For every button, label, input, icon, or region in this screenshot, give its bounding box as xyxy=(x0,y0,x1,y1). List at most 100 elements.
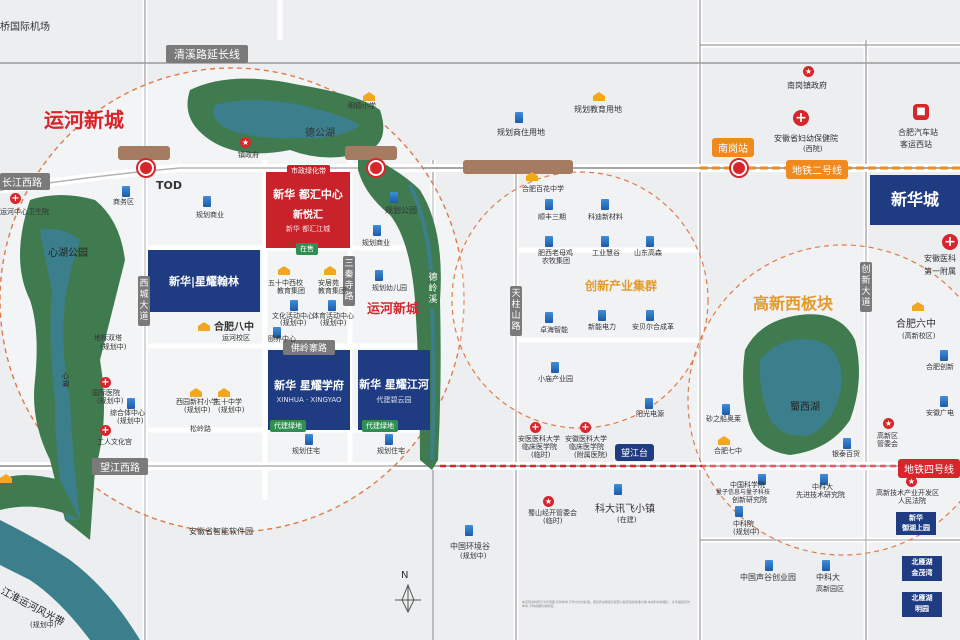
navy-1-title: 新华|星耀翰林 xyxy=(168,275,240,288)
road-deling: 德岭溪 xyxy=(427,270,439,309)
tod-label: TOD xyxy=(156,179,182,192)
metro-line4: 地铁四号线 xyxy=(898,459,960,478)
nangang-station[interactable]: 南岗站 xyxy=(712,138,754,157)
district-gaoxin: 高新西板块 xyxy=(753,294,834,313)
label-xinneng: 新能电力 xyxy=(588,323,616,331)
label-songling: 松岭路 xyxy=(190,425,211,433)
label-mingde: 明德小学 xyxy=(348,102,376,110)
label-shandong: 山东高森 xyxy=(634,249,662,257)
gov-icon: ★ xyxy=(883,418,894,429)
compass-icon xyxy=(395,583,421,614)
station-icon xyxy=(731,160,747,176)
hospital-icon: + xyxy=(942,234,958,250)
hospital-icon: + xyxy=(10,193,21,204)
building-icon xyxy=(373,225,381,236)
building-icon xyxy=(545,199,553,210)
label-gaoxinqu: 高新区 xyxy=(877,432,898,440)
label-fayuan-sub: 人民法院 xyxy=(898,497,926,505)
label-zonghe-sub: (规划中) xyxy=(117,417,144,425)
gov-icon: ★ xyxy=(240,137,251,148)
navy-block-2[interactable]: 新华 星耀学府 XINHUA · XINGYAO xyxy=(268,350,350,430)
building-icon xyxy=(203,196,211,207)
road-sanyan: 三秦寺路 xyxy=(343,256,355,306)
label-fuyou-sub: (西院) xyxy=(803,145,823,153)
label-hekexue-sub: 量子信息与量子科技 xyxy=(716,489,771,496)
hospital-icon: + xyxy=(793,110,809,126)
label-yangguang: 阳光电源 xyxy=(636,410,664,418)
xinhuacheng-block[interactable]: 新华城 xyxy=(870,175,960,225)
label-zonghe: 综合体中心 xyxy=(110,409,145,417)
label-anbei: 安贝尔合成革 xyxy=(632,323,674,331)
district-chuangxin: 创新产业集群 xyxy=(585,279,658,293)
label-qiche2: 客运西站 xyxy=(900,140,932,149)
label-anyi2-sub2: (附属医院) xyxy=(574,451,608,459)
label-weishengyuan: 运河中心卫生院 xyxy=(0,208,49,216)
label-gongren: 工人文化宫 xyxy=(97,438,132,446)
gov-icon: ★ xyxy=(803,66,814,77)
wangjiangtai[interactable]: 望江台 xyxy=(615,444,655,461)
navy-block-3[interactable]: 新华 星耀江河 代建碧云园 xyxy=(358,350,430,430)
label-hekexue: 中国科学院 xyxy=(730,481,765,489)
label-zhongkeda2: 中科大 xyxy=(816,573,840,582)
red-block-sub: 新悦汇 xyxy=(293,210,323,221)
district-yunhe-inner: 运河新城 xyxy=(367,302,420,317)
label-zhongke-sub: (规划中) xyxy=(733,528,760,536)
building-icon xyxy=(843,438,851,449)
label-shunfeng: 顺丰三期 xyxy=(538,213,566,221)
label-zhongke: 中科院 xyxy=(733,520,754,528)
label-shushan: 蜀山经开管委会 xyxy=(528,509,577,517)
label-fayuan: 高新技术产业开发区 xyxy=(876,489,939,497)
building-icon xyxy=(758,474,766,485)
label-wushi2-sub: (规划中) xyxy=(218,406,245,414)
building-icon xyxy=(545,312,553,323)
label-youer: 规划幼儿园 xyxy=(372,284,407,292)
label-hekexue-sub2: 创新研究院 xyxy=(732,496,767,504)
building-icon xyxy=(598,310,606,321)
label-tiyu: 体育活动中心 xyxy=(312,312,354,320)
label-shengu: 中国声谷创业园 xyxy=(740,573,796,582)
label-zhongkeda: 中科大 xyxy=(812,483,833,491)
red-project-block[interactable]: 新华 都汇中心 新悦汇 新华 都汇江城 xyxy=(266,172,350,248)
road-foling: 佛岭寨路 xyxy=(283,340,336,355)
label-xiwei-sub: (规划中) xyxy=(184,406,211,414)
beiyan-2[interactable]: 北雁湖 明园 xyxy=(902,592,942,617)
navy-block-1[interactable]: 新华|星耀翰林 xyxy=(148,250,260,312)
station-icon xyxy=(138,160,154,176)
beiyan-1[interactable]: 北雁湖 金茂湾 xyxy=(902,556,942,581)
label-dibiao-sub: (规划中) xyxy=(100,343,127,351)
label-zhuzhai2: 规划住宅 xyxy=(377,447,405,455)
building-icon xyxy=(765,560,773,571)
label-anyi2-sub: 临床医学院 xyxy=(569,443,604,451)
school-icon xyxy=(324,266,336,275)
label-hefei8-sub: 运河校区 xyxy=(222,334,250,342)
building-icon xyxy=(273,327,281,338)
road-changjiang: 长江西路 xyxy=(0,173,50,190)
navy-3-title: 新华 星耀江河 xyxy=(359,377,429,391)
building-icon xyxy=(290,300,298,311)
label-shangye2: 规划商业 xyxy=(362,239,390,247)
building-icon xyxy=(940,350,948,361)
red-block-tag: 在售 xyxy=(296,243,318,255)
label-nangang: 南岗镇政府 xyxy=(787,81,827,90)
building-icon xyxy=(551,362,559,373)
building-icon xyxy=(328,300,336,311)
label-anhui-yiyuan: 安徽医科 xyxy=(924,254,956,263)
gov-icon: ★ xyxy=(543,496,554,507)
xinhua-yumiao[interactable]: 新华 御湖上园 xyxy=(896,512,936,535)
school-icon xyxy=(526,172,538,181)
hospital-icon: + xyxy=(530,422,541,433)
label-zhenzhengfu: 镇政府 xyxy=(238,151,259,159)
gov-icon: ★ xyxy=(906,476,917,487)
school-icon xyxy=(593,92,605,101)
label-guangdian: 安徽广电 xyxy=(926,409,954,417)
xinhu-park: 心湖公园 xyxy=(48,248,88,259)
school-icon xyxy=(190,388,202,397)
building-icon xyxy=(820,474,828,485)
road-qingxi: 清溪路延长线 xyxy=(166,45,248,63)
shuxi-lake: 蜀西湖 xyxy=(790,402,820,413)
building-icon xyxy=(390,192,398,203)
label-shangwu: 商务区 xyxy=(113,198,134,206)
school-icon xyxy=(718,436,730,445)
label-wenhua: 文化活动中心 xyxy=(272,312,314,320)
